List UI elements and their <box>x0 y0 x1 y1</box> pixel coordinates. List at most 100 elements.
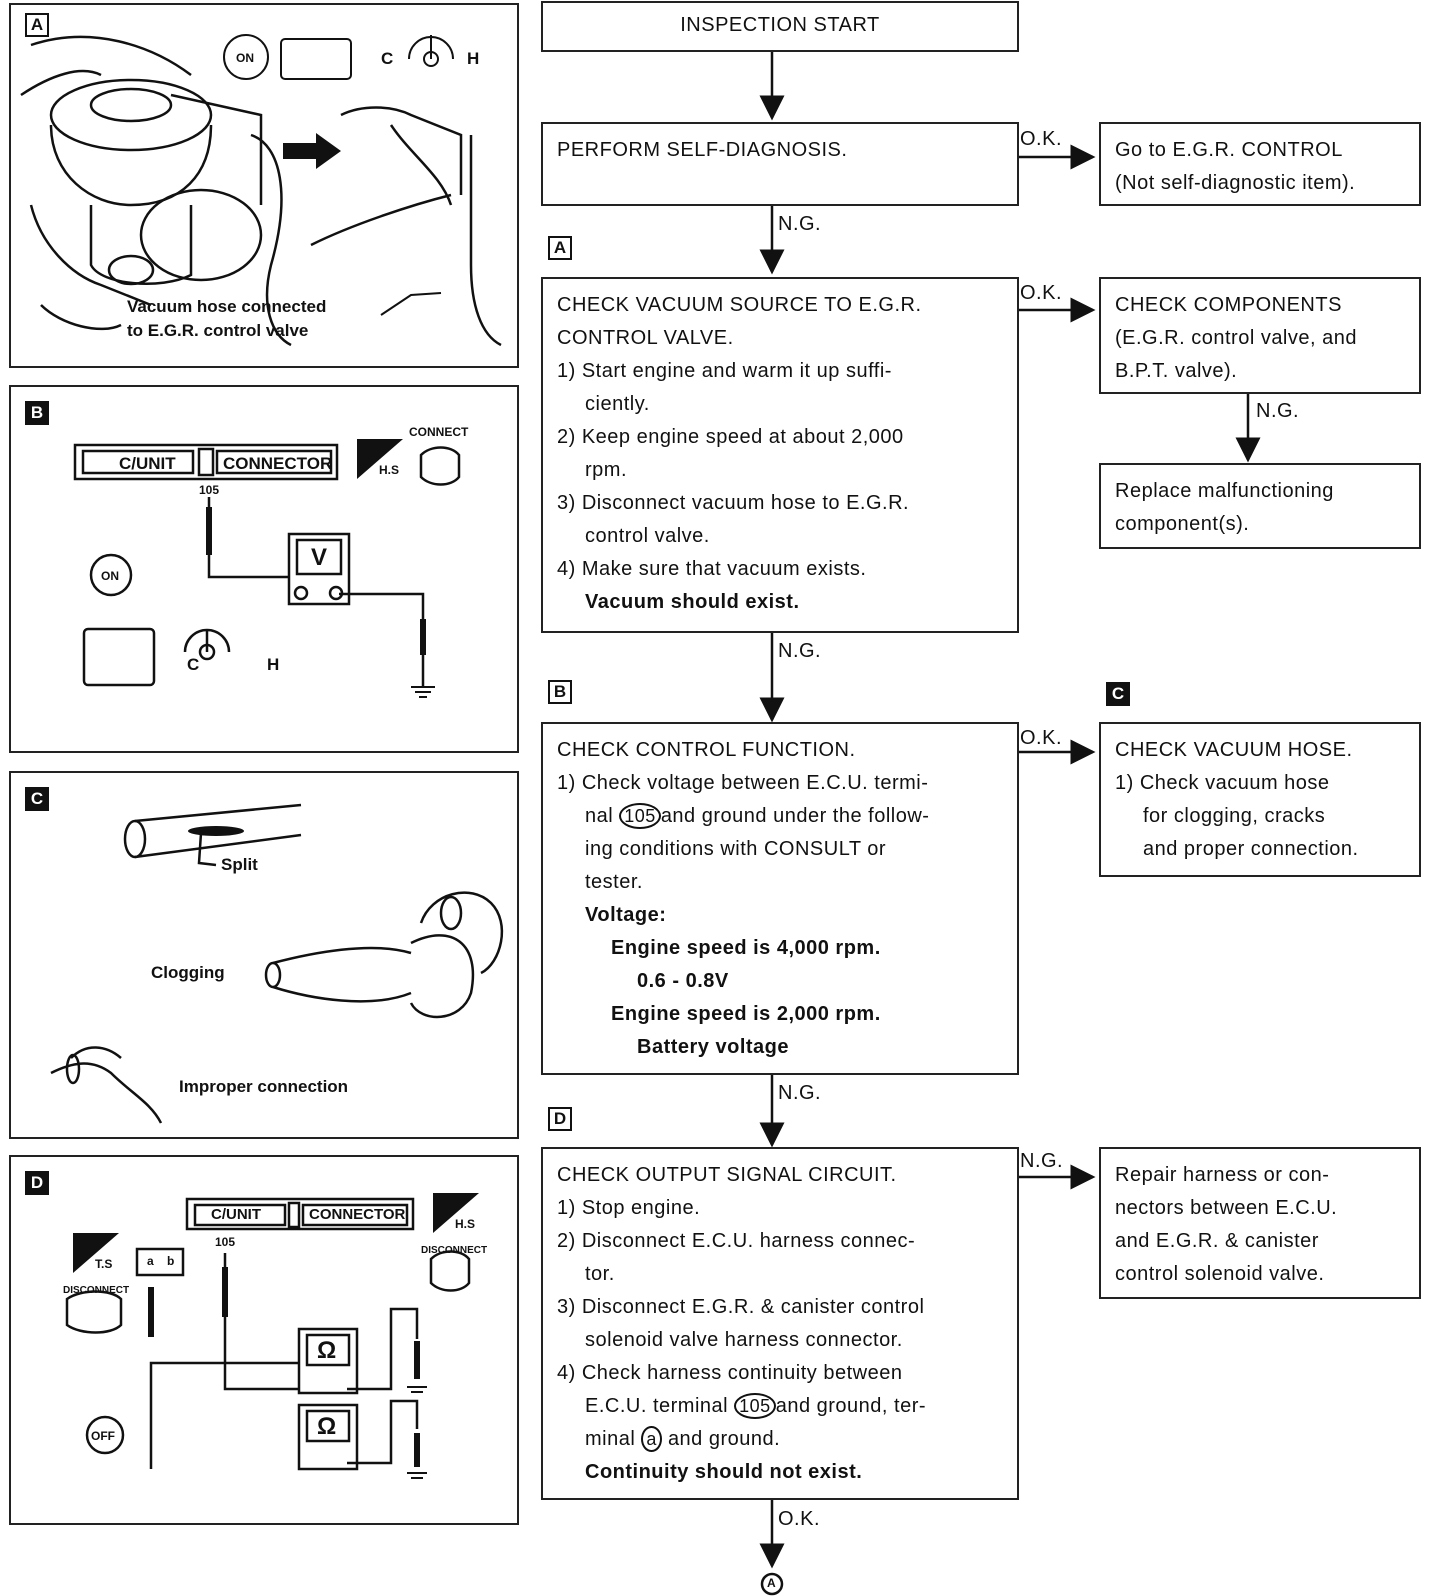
ok-label-output-signal: O.K. <box>778 1508 821 1530</box>
vacuum-hose-l3: and proper connection. <box>1143 838 1359 860</box>
d-hs-label: H.S <box>455 1217 476 1231</box>
flow-letter-c: C <box>1106 682 1130 706</box>
vacuum-source-step-4: 4) Make sure that vacuum exists. <box>557 558 867 580</box>
figure-letter-c: C <box>25 787 49 811</box>
b-connector-label: CONNECTOR <box>223 454 333 473</box>
ng-label-output-signal: N.G. <box>1020 1150 1064 1172</box>
vacuum-source-title-2: CONTROL VALVE. <box>557 327 734 349</box>
output-signal-s4a: 4) Check harness continuity between <box>557 1362 903 1384</box>
vacuum-hose-title: CHECK VACUUM HOSE. <box>1115 739 1353 761</box>
end-connector-a: A <box>767 1576 776 1590</box>
vacuum-source-step-2b: rpm. <box>585 459 627 481</box>
repair-line-1: Repair harness or con- <box>1115 1164 1330 1186</box>
continuity-test-illustration <box>65 1193 479 1479</box>
figure-letter-a: A <box>25 13 49 37</box>
replace-box: Replace malfunctioning component(s). <box>1099 463 1421 549</box>
b-connect-label: CONNECT <box>409 425 469 439</box>
ok-label-vacuum-source: O.K. <box>1020 282 1063 304</box>
vacuum-source-step-1b: ciently. <box>585 393 650 415</box>
control-function-l3: ing conditions with CONSULT or <box>585 838 887 860</box>
inspection-start-box: INSPECTION START <box>541 1 1019 52</box>
c-improper-label: Improper connection <box>179 1077 349 1096</box>
flow-letter-d: D <box>548 1107 572 1131</box>
egr-control-box: Go to E.G.R. CONTROL (Not self-diagnosti… <box>1099 122 1421 206</box>
output-signal-s4c: minal a and ground. <box>585 1426 781 1452</box>
self-diagnosis-text: PERFORM SELF-DIAGNOSIS. <box>557 139 848 161</box>
b-voltmeter-label: V <box>311 544 328 571</box>
vacuum-source-box: CHECK VACUUM SOURCE TO E.G.R. CONTROL VA… <box>541 277 1019 633</box>
c-split-label: Split <box>221 855 258 874</box>
output-signal-box: CHECK OUTPUT SIGNAL CIRCUIT. 1) Stop eng… <box>541 1147 1019 1500</box>
inspection-start-text: INSPECTION START <box>680 14 880 36</box>
figure-panel-d: D C/UNIT CONNECTOR 105 a b DIS <box>9 1155 519 1525</box>
d-ohmmeter-1-label: Ω <box>317 1337 337 1364</box>
repair-harness-box: Repair harness or con- nectors between E… <box>1099 1147 1421 1299</box>
vacuum-hose-faults-illustration <box>50 803 504 1124</box>
d-c-unit-label: C/UNIT <box>211 1206 261 1223</box>
self-diagnosis-box: PERFORM SELF-DIAGNOSIS. <box>541 122 1019 206</box>
figure-panel-a: A ON C H <box>9 3 519 368</box>
components-line-2: (E.G.R. control valve, and <box>1115 327 1357 349</box>
output-signal-s3a: 3) Disconnect E.G.R. & canister control <box>557 1296 925 1318</box>
d-disconnect-left-label: DISCONNECT <box>63 1285 130 1296</box>
temp-cold-label: C <box>381 49 394 68</box>
output-signal-s3b: solenoid valve harness connector. <box>585 1329 903 1351</box>
b-temp-cold-label: C <box>187 655 200 674</box>
vacuum-source-step-3a: 3) Disconnect vacuum hose to E.G.R. <box>557 492 910 514</box>
key-on-label: ON <box>236 51 254 65</box>
repair-line-2: nectors between E.C.U. <box>1115 1197 1338 1219</box>
output-signal-s1: 1) Stop engine. <box>557 1197 701 1219</box>
output-signal-s2a: 2) Disconnect E.C.U. harness connec- <box>557 1230 916 1252</box>
d-ts-label: T.S <box>95 1257 113 1271</box>
control-function-title: CHECK CONTROL FUNCTION. <box>557 739 856 761</box>
figure-letter-b: B <box>25 401 49 425</box>
output-signal-expect: Continuity should not exist. <box>585 1461 863 1483</box>
b-temp-hot-label: H <box>267 655 280 674</box>
egr-control-line-2: (Not self-diagnostic item). <box>1115 172 1356 194</box>
vacuum-source-title-1: CHECK VACUUM SOURCE TO E.G.R. <box>557 294 922 316</box>
d-conn-b-label: b <box>167 1254 175 1268</box>
components-line-3: B.P.T. valve). <box>1115 360 1238 382</box>
output-signal-s2b: tor. <box>585 1263 615 1285</box>
d-terminal-label: 105 <box>215 1235 236 1249</box>
ok-label-control-function: O.K. <box>1020 727 1063 749</box>
terminal-a-marker: a <box>641 1426 662 1452</box>
voltage-test-illustration <box>73 439 461 698</box>
d-ohmmeter-2-label: Ω <box>317 1413 337 1440</box>
control-function-voltage: Voltage: <box>585 904 667 926</box>
control-function-l4: tester. <box>585 871 643 893</box>
figure-panel-b: B C/UNIT CONNECTOR 105 CONNECT H.S V O <box>9 385 519 753</box>
egr-control-line-1: Go to E.G.R. CONTROL <box>1115 139 1343 161</box>
ng-label-self-diag: N.G. <box>778 213 822 235</box>
vacuum-hose-l2: for clogging, cracks <box>1143 805 1326 827</box>
b-key-on-label: ON <box>101 569 119 583</box>
temp-hot-label: H <box>467 49 480 68</box>
c-clogging-label: Clogging <box>151 963 225 982</box>
control-function-cond2: Engine speed is 2,000 rpm. <box>611 1003 881 1025</box>
figure-a-caption-2: to E.G.R. control valve <box>127 321 309 340</box>
figure-panel-c: C Split Clogging Improper connection <box>9 771 519 1139</box>
control-function-box: CHECK CONTROL FUNCTION. 1) Check voltage… <box>541 722 1019 1075</box>
replace-line-1: Replace malfunctioning <box>1115 480 1334 502</box>
vacuum-hose-box: CHECK VACUUM HOSE. 1) Check vacuum hose … <box>1099 722 1421 877</box>
ng-label-vacuum-source: N.G. <box>778 640 822 662</box>
control-function-val1: 0.6 - 0.8V <box>637 970 729 992</box>
figure-a-caption-1: Vacuum hose connected <box>127 297 327 316</box>
egr-valve-illustration <box>20 34 502 347</box>
d-connector-label: CONNECTOR <box>309 1206 406 1223</box>
figure-letter-d: D <box>25 1171 49 1195</box>
vacuum-source-expect: Vacuum should exist. <box>585 591 800 613</box>
flow-letter-b: B <box>548 680 572 704</box>
vacuum-source-step-1a: 1) Start engine and warm it up suffi- <box>557 360 892 382</box>
replace-line-2: component(s). <box>1115 513 1250 535</box>
vacuum-source-step-2a: 2) Keep engine speed at about 2,000 <box>557 426 904 448</box>
repair-line-3: and E.G.R. & canister <box>1115 1230 1319 1252</box>
d-key-off-label: OFF <box>91 1429 115 1443</box>
control-function-cond1: Engine speed is 4,000 rpm. <box>611 937 881 959</box>
vacuum-source-step-3b: control valve. <box>585 525 710 547</box>
vacuum-hose-l1: 1) Check vacuum hose <box>1115 772 1330 794</box>
terminal-105-marker: 105 <box>619 803 661 829</box>
b-c-unit-label: C/UNIT <box>119 454 176 473</box>
